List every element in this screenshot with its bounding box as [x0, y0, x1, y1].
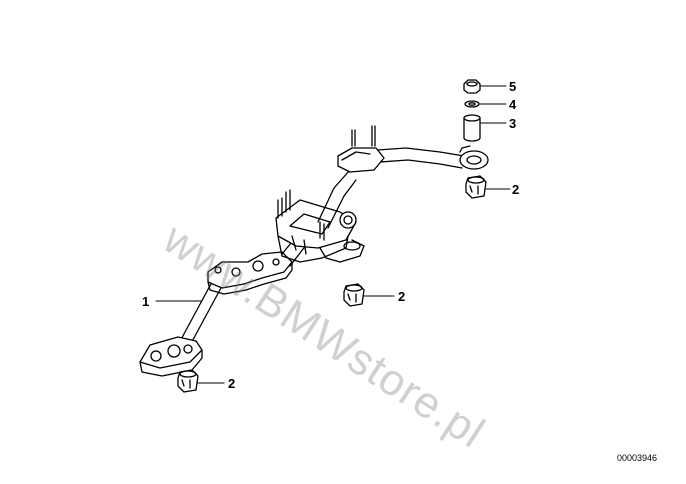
nut [463, 79, 481, 94]
rubber-mount-lower [177, 369, 199, 393]
rubber-mount-right [465, 175, 487, 199]
frame-strut-lower [139, 281, 223, 377]
callout-2-center: 2 [398, 289, 406, 304]
frame-middle-plate [207, 251, 293, 295]
frame-center-block [275, 189, 365, 263]
callout-4: 4 [509, 97, 517, 112]
callout-5: 5 [509, 79, 517, 94]
spacer-sleeve [463, 114, 481, 142]
document-number: 00003946 [617, 453, 658, 463]
washer [464, 100, 480, 108]
rubber-mount-center [343, 283, 365, 307]
callout-2-lower: 2 [228, 376, 236, 391]
callout-1: 1 [142, 294, 150, 309]
frame-upper-arm [317, 125, 489, 229]
callout-2-right: 2 [512, 182, 520, 197]
callout-3: 3 [509, 116, 517, 131]
leader-lines [155, 85, 511, 384]
